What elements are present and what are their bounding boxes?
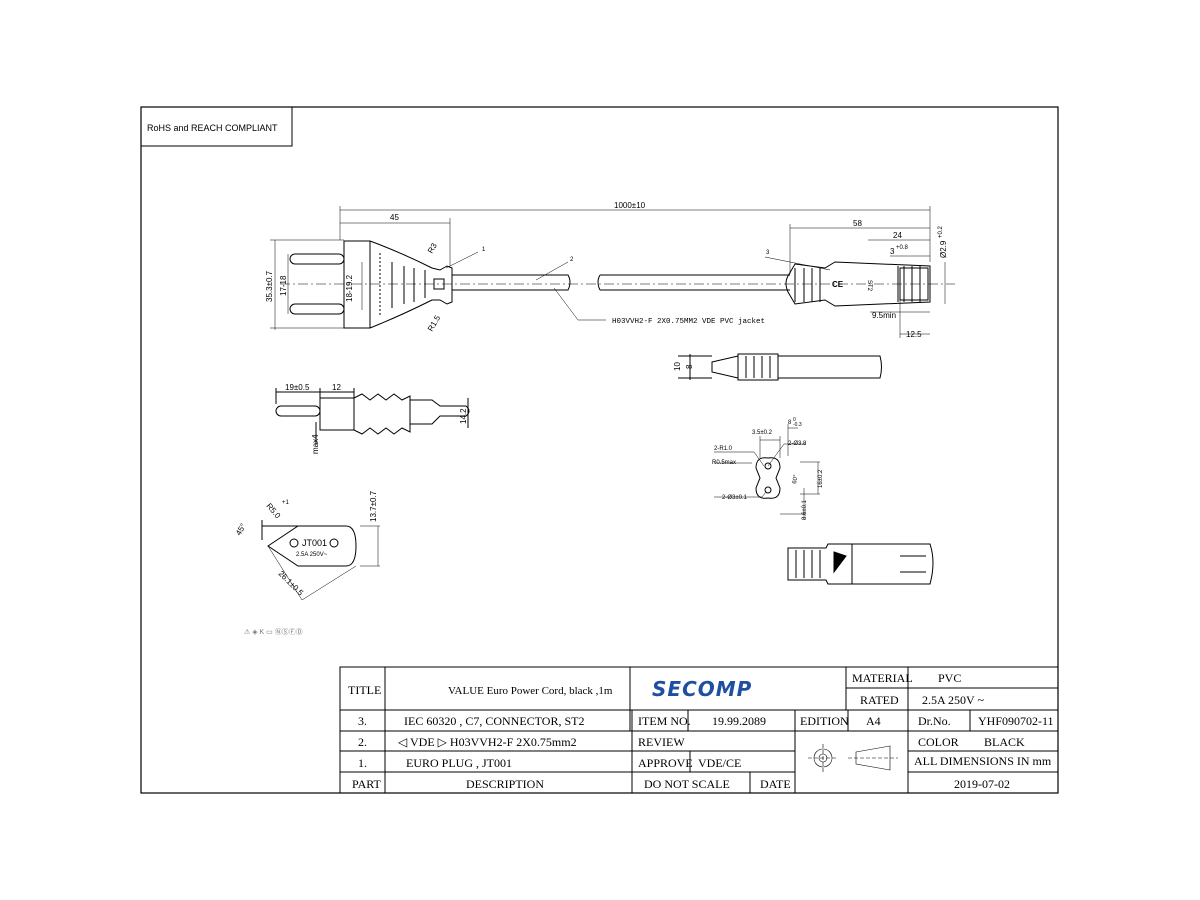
date-label: DATE	[760, 777, 791, 791]
part-label: PART	[352, 777, 382, 791]
connector-top-view	[678, 353, 882, 381]
material-label: MATERIAL	[852, 671, 913, 685]
c7-2d38: 2-Ø3.8	[788, 441, 807, 447]
c7-r05: R0.5max	[712, 460, 736, 466]
dim-face-w: 26.1±0.5	[277, 569, 306, 598]
title-label: TITLE	[348, 683, 381, 697]
dim-face-h: 13.7±0.7	[369, 490, 378, 522]
callout-1: 1	[482, 247, 486, 253]
dim-plug-thick: 14.2	[459, 408, 468, 424]
dim-pin-dia: Ø2.9	[939, 240, 948, 258]
dim-face-r5: R5.0	[264, 502, 282, 521]
c7-8-tol: 0	[793, 417, 796, 423]
approve-value: VDE/CE	[698, 756, 741, 770]
edition-label: EDITION	[800, 714, 849, 728]
dim-connector-length: 58	[853, 219, 862, 228]
approve-label: APPROVE	[638, 756, 693, 770]
row2-no: 2.	[358, 735, 367, 749]
dim-face-angle: 45°	[234, 522, 248, 537]
dim-plug-length: 45	[390, 213, 399, 222]
row3-no: 3.	[358, 714, 367, 728]
dim-conn-8: 8	[685, 364, 694, 369]
date-value: 2019-07-02	[954, 777, 1010, 791]
all-dims: ALL DIMENSIONS IN mm	[914, 754, 1052, 768]
c7-8: 8	[788, 420, 792, 426]
dim-conn-10: 10	[673, 362, 682, 371]
dim-face-r5-tol: +1	[282, 500, 290, 506]
c7-2d3: 2-Ø3±0.1	[722, 495, 748, 501]
color-label: COLOR	[918, 735, 959, 749]
main-dimension-lines	[270, 206, 946, 338]
item-no-label: ITEM NO.	[638, 714, 691, 728]
plug-pin-detail	[275, 388, 470, 444]
row1-no: 1.	[358, 756, 367, 770]
dim-3: 3	[890, 247, 895, 256]
face-rating: 2.5A 250V~	[296, 552, 328, 558]
callout-3: 3	[766, 250, 770, 256]
c7-2r1: 2-R1.0	[714, 446, 733, 452]
dim-min-95: 9.5min	[872, 311, 896, 320]
drno-label: Dr.No.	[918, 714, 951, 728]
dim-pin-spacing: 17-18	[279, 275, 288, 296]
title-block-grid	[339, 666, 1059, 794]
dim-125: 12.5	[906, 330, 922, 339]
rated-label: RATED	[860, 693, 899, 707]
dim-24: 24	[893, 231, 902, 240]
dim-insul-len: 12	[332, 383, 341, 392]
plug-face-view	[261, 520, 380, 601]
dim-radius-r15: R1.5	[426, 313, 443, 333]
ce-mark: CE	[832, 280, 844, 289]
c7-86: 8.6±0.1	[802, 499, 808, 520]
edition-value: A4	[866, 714, 881, 728]
cable-spec: H03VVH2-F 2X0.75MM2 VDE PVC jacket	[612, 318, 765, 326]
desc-label: DESCRIPTION	[466, 777, 544, 791]
item-no-value: 19.99.2089	[712, 714, 766, 728]
dim-pin-len: 19±0.5	[285, 383, 310, 392]
dim-max4: max4	[311, 434, 320, 454]
c7-60: 60°	[792, 474, 800, 485]
row1-desc: EURO PLUG , JT001	[406, 756, 512, 770]
projection-symbol-icon	[808, 744, 898, 772]
dim-radius-r3: R3	[426, 241, 439, 255]
c7-face-view	[714, 424, 820, 520]
material-value: PVC	[938, 671, 961, 685]
connector-side-view	[785, 261, 931, 307]
color-value: BLACK	[984, 735, 1025, 749]
dim-body-width: 18-19.2	[345, 274, 354, 302]
st2-mark: ST2	[866, 280, 872, 292]
title-value: VALUE Euro Power Cord, black ,1m	[448, 685, 613, 697]
company-logo: SECOMP	[652, 677, 752, 701]
dim-plug-height: 35.3±0.7	[265, 270, 274, 302]
connector-3d-view	[787, 543, 934, 585]
c7-8-tol2: -0.3	[793, 422, 802, 428]
drno-value: YHF090702-11	[978, 714, 1054, 728]
callout-leaders	[445, 251, 831, 321]
dim-overall-length: 1000±10	[614, 201, 646, 210]
rated-value: 2.5A 250V ~	[922, 693, 984, 707]
face-mark: JT001	[302, 538, 327, 548]
row3-desc: IEC 60320 , C7, CONNECTOR, ST2	[404, 714, 584, 728]
do-not-scale: DO NOT SCALE	[644, 777, 730, 791]
c7-16: 16±0.2	[818, 469, 824, 488]
callout-2: 2	[570, 257, 574, 263]
row2-desc: ◁ VDE ▷ H03VVH2-F 2X0.75mm2	[398, 735, 577, 749]
dim-3-tol: +0.8	[896, 245, 909, 251]
review-label: REVIEW	[638, 735, 685, 749]
compliance-note: RoHS and REACH COMPLIANT	[147, 123, 278, 133]
plug-side-view	[280, 240, 955, 329]
c7-w-35: 3.5±0.2	[752, 430, 773, 436]
approval-marks: ⚠ ◈ K ▭ ⓃⓈⒻⒹ	[244, 628, 303, 636]
dim-pin-dia-tol: +0.2	[938, 225, 944, 238]
compliance-box	[140, 106, 293, 147]
